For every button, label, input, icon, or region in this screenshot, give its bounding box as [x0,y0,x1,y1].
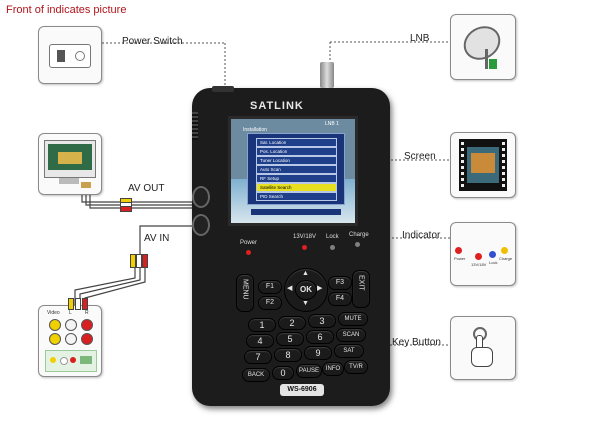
screen-menu-item: Auto Scan [256,165,337,174]
back-button[interactable]: BACK [242,368,270,382]
right-audio-jack [81,319,93,331]
f2-button[interactable]: F2 [258,296,282,310]
switch-icon [49,44,91,68]
indicator-13v18v-label: 13V/18V [293,234,317,240]
f3-button[interactable]: F3 [328,276,352,290]
power-led [246,250,251,255]
monitor-box [38,133,102,195]
screen-menu-item-selected: Satellite Search [256,183,337,192]
scan-button[interactable]: SCAN [336,328,366,342]
key-button-label: Key Button [392,337,441,348]
legend-13v18v: 13V/18V [471,262,487,267]
info-button[interactable]: INFO [322,362,344,376]
brand-logo: SATLINK [250,100,304,112]
device-screen: Installation LNB 1 Sat. Location Pos. Lo… [228,116,358,226]
monitor-icon [44,140,96,178]
key-6[interactable]: 6 [306,330,334,344]
key-9[interactable]: 9 [304,346,332,360]
screen-menu-item: Sat. Location [256,138,337,147]
menu-button[interactable]: MENU [236,274,254,312]
av-in-port [192,214,210,236]
exit-button[interactable]: EXIT [352,270,370,308]
page-title: Front of indicates picture [6,4,127,16]
lnb-box [450,14,516,80]
right-arrow-icon[interactable]: ▶ [317,285,323,292]
indicator-legend-box: Power 13V/18V Lock Charge [450,222,516,286]
screen-menu-item: RF Setup [256,174,337,183]
av-panel-plugs [68,298,92,310]
r-jack-label: R [85,310,89,316]
key-1[interactable]: 1 [248,318,276,332]
indicator-lock-label: Lock [326,234,339,240]
legend-lock: Lock [489,260,498,265]
key-7[interactable]: 7 [244,350,272,364]
charge-led [355,242,360,247]
satellite-dish-icon [457,19,507,67]
model-badge: WS-6906 [280,384,324,396]
key-0[interactable]: 0 [272,366,294,380]
key-button-box [450,316,516,380]
left-arrow-icon[interactable]: ◀ [287,285,293,292]
screen-menu-item: Pos. Location [256,147,337,156]
key-3[interactable]: 3 [308,314,336,328]
screen-label: Screen [404,151,436,162]
key-2[interactable]: 2 [278,316,306,330]
legend-charge: Charge [499,256,513,261]
indicator-power-label: Power [240,240,258,246]
device-power-switch[interactable] [212,86,234,92]
screen-menu-item: PID Search [256,192,337,201]
power-switch-label: Power Switch [122,36,183,47]
screen-menu-item: Tuner Location [256,156,337,165]
indicator-charge-label: Charge [349,232,369,238]
pause-button[interactable]: PAUSE [296,364,322,378]
ok-button[interactable]: OK [295,280,317,300]
power-switch-box [38,26,102,84]
film-strip-icon [459,139,507,191]
lnb-label: LNB [410,33,430,44]
mute-button[interactable]: MUTE [338,312,368,326]
av-in-plugs [130,254,150,274]
indicator-label: Indicator [402,230,441,241]
l-jack-label: L [69,310,72,316]
key-8[interactable]: 8 [274,348,302,362]
sat-button[interactable]: SAT [334,344,364,358]
av-in-panel-box: Video L R [38,305,102,377]
f1-button[interactable]: F1 [258,280,282,294]
tvr-button[interactable]: TV/R [344,360,368,374]
pressing-hand-icon [467,327,497,367]
video-jack-label: Video [47,310,60,316]
key-4[interactable]: 4 [246,334,274,348]
left-audio-jack [65,319,77,331]
legend-power: Power [454,256,466,261]
screen-header: Installation [243,127,267,133]
av-out-plugs [120,198,160,212]
13v18v-led [302,245,307,250]
key-5[interactable]: 5 [276,332,304,346]
screen-menu: Sat. Location Pos. Location Tuner Locati… [247,133,345,205]
av-out-label: AV OUT [128,183,165,194]
screen-preview-box [450,132,516,198]
down-arrow-icon[interactable]: ▼ [302,300,309,307]
lock-led [330,245,335,250]
up-arrow-icon[interactable]: ▲ [302,270,309,277]
av-out-port [192,186,210,208]
av-in-label: AV IN [144,233,170,244]
f4-button[interactable]: F4 [328,292,352,306]
video-jack [49,319,61,331]
lnb-connector [320,62,334,88]
screen-top-right: LNB 1 [325,121,339,127]
